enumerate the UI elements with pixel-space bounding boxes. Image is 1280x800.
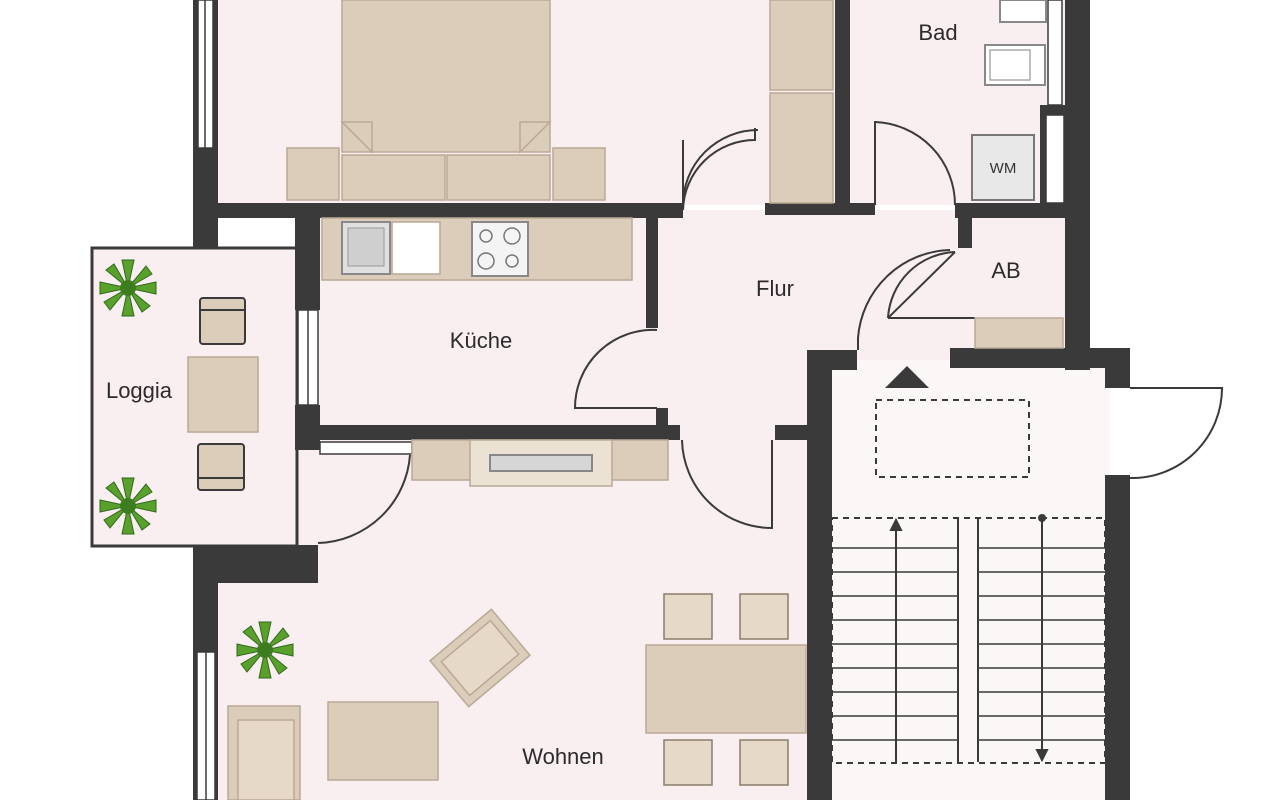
living-furniture — [227, 439, 807, 800]
room-floors — [92, 0, 1110, 800]
stair-flight-dashed — [831, 517, 1106, 764]
pillow-left — [340, 121, 373, 154]
wall-stair-west — [807, 350, 832, 800]
wall-kueche-west-lower — [295, 405, 320, 450]
coffee-table — [327, 701, 439, 781]
stair-down-arrow-icon — [1035, 749, 1049, 763]
wall-ab-west — [958, 218, 972, 248]
tv — [489, 454, 593, 472]
pillow-right — [519, 121, 552, 154]
room-label-bad: Bad — [918, 20, 957, 45]
burner-3 — [477, 252, 495, 270]
room-label-kueche: Küche — [450, 328, 512, 353]
wall-wardrobe-south — [765, 203, 850, 215]
toilet — [984, 44, 1046, 86]
nightstand-right — [552, 147, 606, 201]
washing-machine — [971, 134, 1035, 201]
wall-ab-south — [950, 348, 1130, 368]
storage-shelf — [974, 317, 1064, 349]
wall-stair-east-top — [1105, 348, 1130, 388]
plant-loggia-bottom-icon — [99, 477, 157, 535]
flur-lower-floor — [682, 350, 807, 438]
bed — [341, 0, 551, 153]
room-label-wohnen: Wohnen — [522, 744, 604, 769]
loggia-chair-bottom — [197, 443, 245, 491]
stove — [471, 221, 529, 277]
nightstand-left — [286, 147, 340, 201]
dining-chair-3 — [663, 739, 713, 786]
wall-bad-west — [850, 203, 875, 215]
door-kueche — [573, 328, 658, 409]
door-entrance — [857, 249, 951, 350]
stair-up-arrow-icon — [889, 517, 903, 531]
door-stair — [1129, 387, 1224, 480]
wall-kueche-east-upper — [646, 218, 658, 328]
burner-4 — [505, 254, 519, 268]
wohnen-floor — [218, 438, 808, 800]
entrance-arrow-icon — [885, 366, 929, 388]
dining-table — [645, 644, 807, 734]
loggia-outline — [90, 246, 299, 548]
wardrobe-upper — [769, 0, 834, 91]
wall-bad-south — [955, 203, 1090, 218]
loggia-chair-top — [199, 297, 246, 345]
windows — [196, 0, 1065, 800]
walls — [193, 0, 1130, 800]
wall-bedroom-south — [193, 203, 683, 218]
dining-chair-4 — [739, 739, 789, 786]
dining-chair-1 — [663, 593, 713, 640]
doors — [317, 120, 1224, 544]
bedroom-furniture — [286, 0, 834, 204]
door-bad — [874, 120, 956, 206]
staircase — [831, 366, 1106, 764]
wm-label: WM — [990, 160, 1017, 177]
room-label-loggia: Loggia — [106, 378, 173, 403]
window-bad — [1045, 114, 1065, 204]
window-bad-upper — [1047, 0, 1063, 106]
dishwasher-area — [391, 221, 441, 275]
loggia-furniture — [187, 297, 259, 491]
wall-flur-south — [775, 425, 810, 440]
wall-stair-east — [1105, 475, 1130, 800]
room-label-ab: AB — [991, 258, 1020, 283]
burner-2 — [503, 227, 521, 245]
bed-foot-right — [446, 154, 551, 201]
plant-loggia-top-icon — [99, 259, 157, 317]
loggia-door-sill — [319, 441, 413, 455]
room-labels: Bad Flur AB Küche Loggia Wohnen — [106, 20, 1021, 769]
dining-chair-2 — [739, 593, 789, 640]
door-loggia — [317, 454, 411, 544]
landing-dashed — [875, 399, 1030, 478]
door-ab — [887, 251, 956, 319]
wall-stair-west-top — [807, 350, 857, 370]
door-bedroom-arc — [682, 129, 759, 206]
armchair — [429, 608, 531, 708]
room-label-flur: Flur — [756, 276, 794, 301]
sink — [999, 0, 1047, 23]
wall-kueche-south — [318, 425, 680, 440]
bed-foot-left — [341, 154, 446, 201]
wall-loggia-corner — [193, 545, 318, 583]
door-flur-wohnen — [681, 439, 773, 530]
stair-floor — [830, 360, 1110, 800]
loggia-table — [187, 356, 259, 433]
wall-kueche-west — [295, 218, 320, 310]
kitchen-counter — [321, 217, 633, 281]
plant-wohnen-icon — [236, 621, 294, 679]
burner-1 — [479, 229, 493, 243]
bathroom-fixtures: WM — [971, 0, 1047, 201]
wardrobe-lower — [769, 92, 834, 204]
wall-bedroom-east — [835, 0, 850, 215]
wall-east — [1065, 0, 1090, 370]
